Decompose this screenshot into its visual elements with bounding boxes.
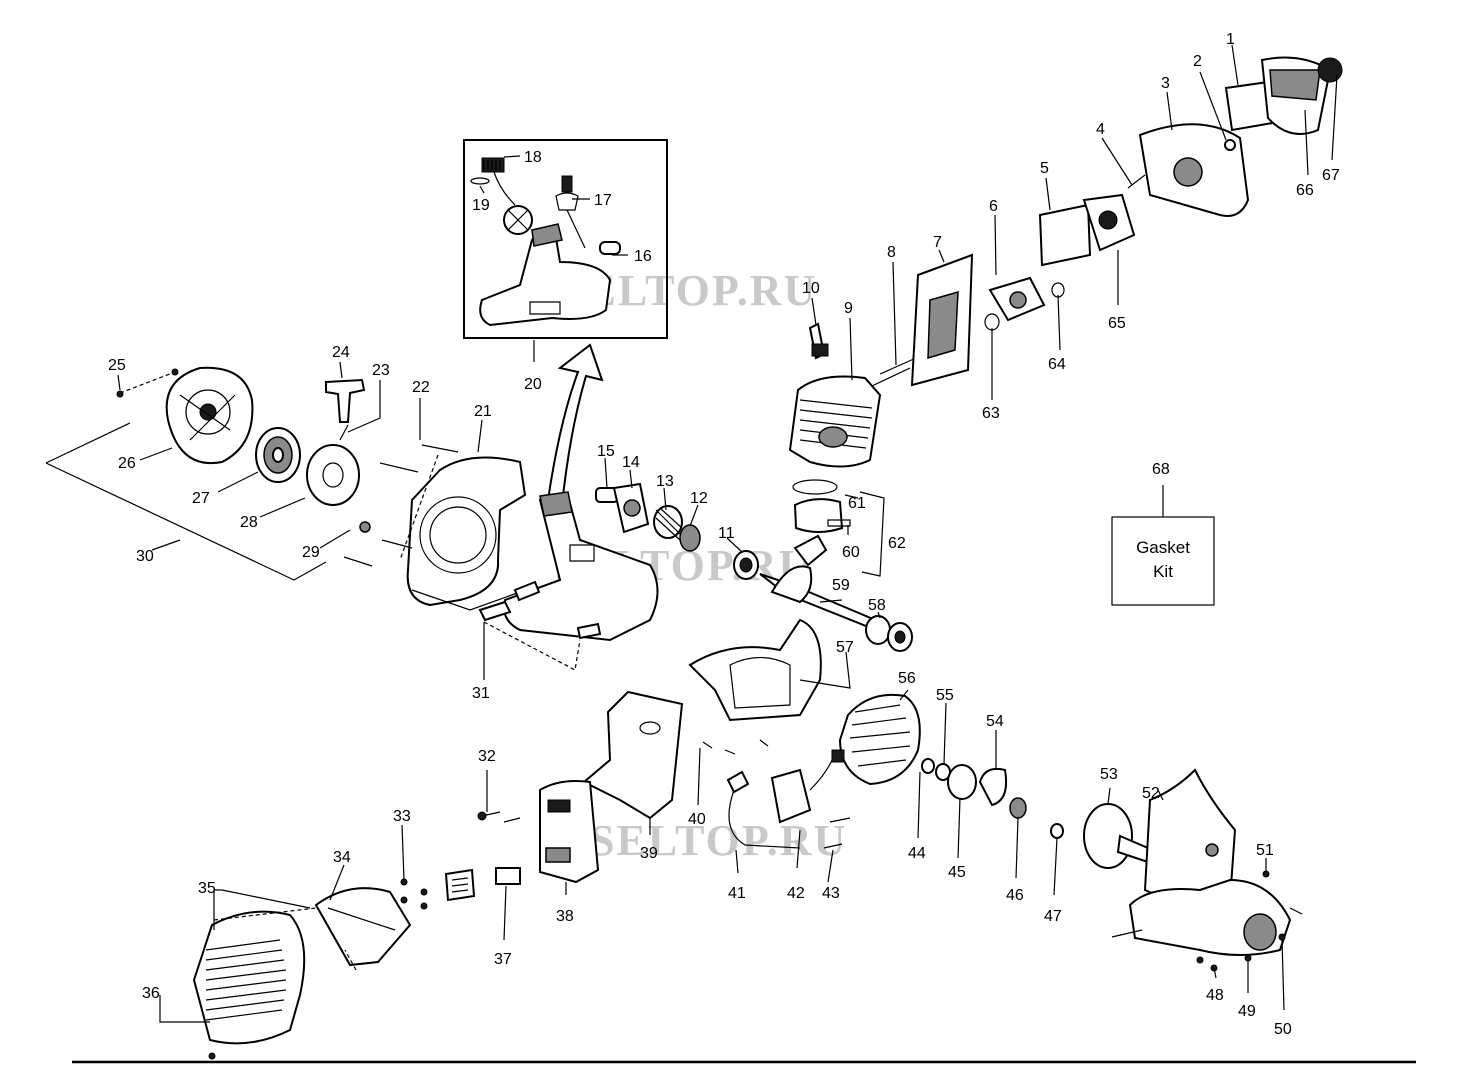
callout-19: 19	[472, 197, 490, 214]
starter-group	[45, 366, 366, 581]
callout-64: 64	[1048, 356, 1066, 373]
fuel-tank	[478, 491, 659, 671]
gasket-kit-line1: Gasket	[1136, 538, 1190, 557]
callout-46: 46	[1006, 887, 1024, 904]
callout-62: 62	[888, 535, 906, 552]
callout-10: 10	[802, 280, 820, 297]
callout-65: 65	[1108, 315, 1126, 332]
watermark-bottom: SELTOP.RU	[590, 816, 847, 865]
callout-22: 22	[412, 379, 430, 396]
callout-48: 48	[1206, 987, 1224, 1004]
leader-lines	[117, 44, 1338, 1023]
callout-24: 24	[332, 344, 350, 361]
fuel-tank-inset	[463, 139, 668, 339]
ignition-group	[726, 749, 851, 849]
callout-54: 54	[986, 713, 1004, 730]
callout-41: 41	[728, 885, 746, 902]
callout-12: 12	[690, 490, 708, 507]
callout-53: 53	[1100, 766, 1118, 783]
gasket-kit-line2: Kit	[1153, 562, 1173, 581]
callout-35: 35	[198, 880, 216, 897]
callout-6: 6	[989, 198, 998, 215]
callout-29: 29	[302, 544, 320, 561]
callout-57: 57	[836, 639, 854, 656]
callout-9: 9	[844, 300, 853, 317]
callout-8: 8	[887, 244, 896, 261]
callout-2: 2	[1193, 53, 1202, 70]
callout-40: 40	[688, 811, 706, 828]
flywheel-group	[838, 693, 1064, 839]
muffler-38	[477, 780, 600, 884]
fan-housing-21	[343, 444, 527, 611]
callout-7: 7	[933, 234, 942, 251]
callout-60: 60	[842, 544, 860, 561]
callout-23: 23	[372, 362, 390, 379]
callout-26: 26	[118, 455, 136, 472]
callout-32: 32	[478, 748, 496, 765]
callout-39: 39	[640, 845, 658, 862]
callout-59: 59	[832, 577, 850, 594]
callout-11: 11	[718, 525, 735, 542]
callout-numbers: 1 2 3 4 5 6 7 8 9 10 11 12 13 14 15 16 1…	[108, 31, 1340, 1038]
crankcase-57	[688, 618, 822, 755]
intake-group	[595, 482, 701, 552]
callout-50: 50	[1274, 1021, 1292, 1038]
callout-27: 27	[192, 490, 210, 507]
callout-42: 42	[787, 885, 805, 902]
callout-67: 67	[1322, 167, 1340, 184]
callout-28: 28	[240, 514, 258, 531]
callout-18: 18	[524, 149, 542, 166]
callout-33: 33	[393, 808, 411, 825]
callout-13: 13	[656, 473, 674, 490]
callout-14: 14	[622, 454, 640, 471]
callout-49: 49	[1238, 1003, 1256, 1020]
callout-16: 16	[634, 248, 652, 265]
callout-17: 17	[594, 192, 612, 209]
gear-housing	[1083, 768, 1303, 972]
callout-31: 31	[472, 685, 490, 702]
cylinder-9	[788, 322, 917, 468]
heat-shield-39	[582, 690, 684, 820]
callout-3: 3	[1161, 75, 1170, 92]
callout-43: 43	[822, 885, 840, 902]
screen-and-label	[400, 867, 521, 910]
callout-21: 21	[474, 403, 492, 420]
callout-58: 58	[868, 597, 886, 614]
gasket-kit-box: Gasket Kit	[1111, 516, 1215, 606]
callout-52: 52	[1142, 785, 1160, 802]
muffler-cover	[192, 887, 412, 1060]
callout-5: 5	[1040, 160, 1049, 177]
carb-group	[910, 56, 1343, 387]
callout-55: 55	[936, 687, 954, 704]
callout-15: 15	[597, 443, 615, 460]
callout-45: 45	[948, 864, 966, 881]
callout-68: 68	[1152, 461, 1170, 478]
callout-66: 66	[1296, 182, 1314, 199]
callout-38: 38	[556, 908, 574, 925]
callout-36: 36	[142, 985, 160, 1002]
callout-20: 20	[524, 376, 542, 393]
callout-56: 56	[898, 670, 916, 687]
callout-63: 63	[982, 405, 1000, 422]
callout-25: 25	[108, 357, 126, 374]
callout-34: 34	[333, 849, 351, 866]
callout-44: 44	[908, 845, 926, 862]
callout-1: 1	[1226, 31, 1235, 48]
callout-47: 47	[1044, 908, 1062, 925]
assembly-arrow	[546, 343, 604, 507]
callout-30: 30	[136, 548, 154, 565]
callout-51: 51	[1256, 842, 1274, 859]
callout-61: 61	[848, 495, 866, 512]
callout-4: 4	[1096, 121, 1105, 138]
callout-37: 37	[494, 951, 512, 968]
